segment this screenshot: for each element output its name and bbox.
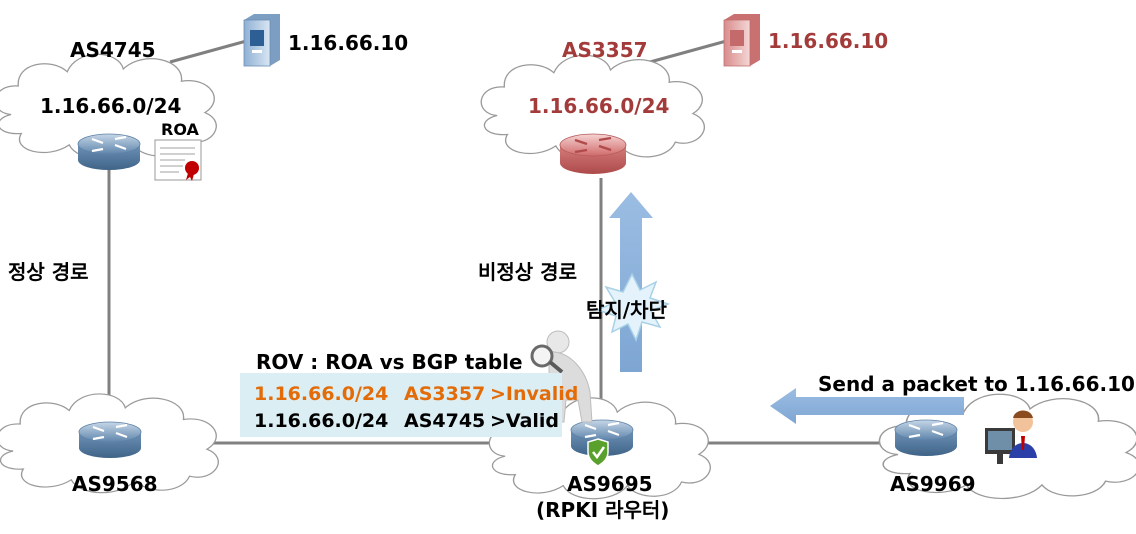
- server-icon: [723, 14, 760, 67]
- as4745-prefix: 1.16.66.0/24: [40, 94, 182, 118]
- router-icon: [76, 132, 142, 172]
- router-icon: [77, 420, 143, 460]
- rov-row-valid: 1.16.66.0/24 AS4745>Valid: [254, 410, 559, 432]
- rov-prefix: 1.16.66.0/24: [254, 383, 389, 405]
- as3357-server-ip: 1.16.66.10: [768, 29, 889, 53]
- as9695-label: AS9695: [567, 472, 653, 496]
- rov-prefix: 1.16.66.0/24: [254, 410, 389, 432]
- rov-result: >Invalid: [490, 383, 579, 405]
- rov-row-invalid: 1.16.66.0/24 AS3357>Invalid: [254, 383, 578, 405]
- roa-label: ROA: [161, 120, 199, 139]
- as9695-subtitle: (RPKI 라우터): [536, 498, 670, 522]
- as4745-server-ip: 1.16.66.10: [288, 31, 409, 55]
- user-computer-icon: [985, 410, 1037, 464]
- router-icon: [558, 132, 628, 176]
- router-icon: [893, 418, 959, 458]
- server-icon: [243, 14, 280, 67]
- shield-check-icon: [587, 438, 609, 467]
- abnormal-path-label: 비정상 경로: [478, 260, 577, 284]
- packet-arrow: [770, 388, 964, 424]
- link-as3357-server: [649, 38, 731, 64]
- rov-result: >Valid: [490, 410, 560, 432]
- normal-path-label: 정상 경로: [8, 260, 89, 284]
- rov-as: AS4745: [404, 410, 486, 432]
- as3357-label: AS3357: [562, 38, 648, 62]
- link-as4745-server: [169, 38, 251, 64]
- as9568-label: AS9568: [72, 472, 158, 496]
- as4745-label: AS4745: [70, 38, 156, 62]
- as3357-prefix: 1.16.66.0/24: [528, 94, 670, 118]
- starburst-icon: [595, 272, 671, 342]
- roa-certificate-icon: [154, 139, 202, 181]
- rov-as: AS3357: [404, 383, 486, 405]
- send-packet-label: Send a packet to 1.16.66.10: [818, 372, 1135, 396]
- as9969-label: AS9969: [890, 472, 976, 496]
- rov-title: ROV : ROA vs BGP table: [256, 350, 523, 374]
- detect-block-label: 탐지/차단: [586, 298, 667, 322]
